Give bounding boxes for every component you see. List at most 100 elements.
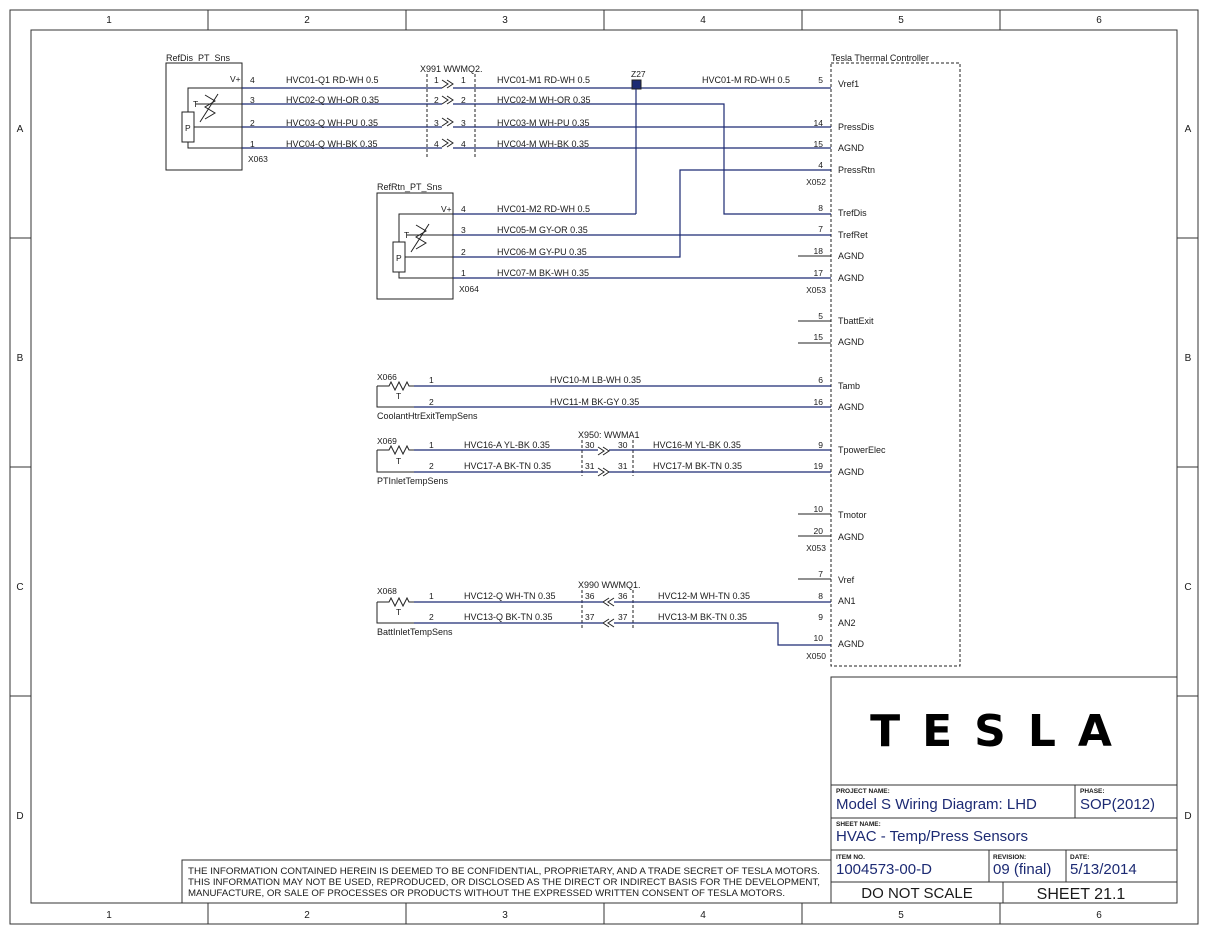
refrtn-pin: 2 — [461, 247, 466, 257]
item-label: ITEM NO. — [836, 854, 865, 861]
wire-label: HVC13-Q BK-TN 0.35 — [464, 612, 553, 622]
coolant-thermistor-icon — [377, 380, 414, 392]
controller-connector-x053-b: X053 — [806, 543, 826, 553]
zone-col-2-bottom: 2 — [304, 910, 310, 921]
wire-label: HVC06-M GY-PU 0.35 — [497, 247, 587, 257]
battinlet-pin: 2 — [429, 612, 434, 622]
revision-label: REVISION: — [993, 854, 1026, 861]
terminal-pin: 6 — [818, 375, 823, 385]
wire-label: HVC16-A YL-BK 0.35 — [464, 440, 550, 450]
terminal-pin: 14 — [814, 118, 824, 128]
controller-connector-x050: X050 — [806, 651, 826, 661]
terminal-name: AGND — [838, 143, 865, 153]
ptinlet-thermistor-icon — [377, 444, 414, 456]
wire-label: HVC01-M RD-WH 0.5 — [702, 75, 790, 85]
phase-label: PHASE: — [1080, 788, 1105, 795]
refrtn-p: P — [396, 253, 402, 263]
refrtn-connector: X064 — [459, 284, 479, 294]
item-number: 1004573-00-D — [836, 861, 932, 878]
wire-label: HVC04-Q WH-BK 0.35 — [286, 139, 378, 149]
refrtn-t: T — [404, 230, 409, 240]
wire-label: HVC17-A BK-TN 0.35 — [464, 461, 551, 471]
x991-pin-out: 2 — [461, 95, 466, 105]
terminal-pin: 19 — [814, 461, 824, 471]
x990-pin-in: 37 — [585, 612, 595, 622]
terminal-name: Vref — [838, 575, 855, 585]
terminal-name: Tmotor — [838, 510, 867, 520]
terminal-pin: 8 — [818, 591, 823, 601]
tesla-logo: TESLA — [870, 706, 1134, 757]
zone-col-6-bottom: 6 — [1096, 910, 1102, 921]
x990-pin-out: 36 — [618, 591, 628, 601]
terminal-pin: 8 — [818, 203, 823, 213]
wire-label: HVC10-M LB-WH 0.35 — [550, 375, 641, 385]
wire-label: HVC12-M WH-TN 0.35 — [658, 591, 750, 601]
zone-row-c-left: C — [16, 582, 23, 593]
terminal-name: TrefDis — [838, 208, 867, 218]
refdis-connector: X063 — [248, 154, 268, 164]
coolant-name: CoolantHtrExitTempSens — [377, 411, 478, 421]
sensor-refrtn: RefRtn_PT_Sns X064 V+ T P — [376, 182, 479, 300]
terminal-name: AGND — [838, 639, 865, 649]
refdis-pin: 1 — [250, 139, 255, 149]
zone-row-b-right: B — [1185, 353, 1192, 364]
terminal-pin: 16 — [814, 397, 824, 407]
wire-label: HVC07-M BK-WH 0.35 — [497, 268, 589, 278]
terminal-pin: 15 — [814, 139, 824, 149]
terminal-name: AN1 — [838, 596, 856, 606]
battinlet-pin: 1 — [429, 591, 434, 601]
x991-pin-in: 3 — [434, 118, 439, 128]
zone-row-a-right: A — [1185, 124, 1192, 135]
refrtn-pin: 1 — [461, 268, 466, 278]
refrtn-pin: 3 — [461, 225, 466, 235]
project-name-label: PROJECT NAME: — [836, 788, 890, 795]
terminal-pin: 5 — [818, 75, 823, 85]
battinlet-t: T — [396, 607, 401, 617]
zone-row-d-right: D — [1184, 811, 1191, 822]
terminal-name: PressRtn — [838, 165, 875, 175]
wire-label: HVC01-M1 RD-WH 0.5 — [497, 75, 590, 85]
zone-col-6-top: 6 — [1096, 15, 1102, 26]
notice-line-1: THE INFORMATION CONTAINED HEREIN IS DEEM… — [188, 866, 820, 876]
wire-label: HVC13-M BK-TN 0.35 — [658, 612, 747, 622]
refrtn-wires: 4 3 2 1 HVC01-M2 RD-WH 0.5 HVC05-M GY-OR… — [453, 169, 831, 279]
coolant-pin: 2 — [429, 397, 434, 407]
zone-row-a-left: A — [17, 124, 24, 135]
scale-note: DO NOT SCALE — [861, 885, 972, 902]
sensor-coolant: X066 T CoolantHtrExitTempSens 1 2 HVC10-… — [376, 372, 831, 421]
zone-labels: 1 2 3 4 5 6 1 2 3 4 5 6 A B C D A B C D — [16, 15, 1191, 921]
x950-pin-in: 30 — [585, 440, 595, 450]
wire-label: HVC17-M BK-TN 0.35 — [653, 461, 742, 471]
x991-pin-in: 4 — [434, 139, 439, 149]
splice-z27: Z27 — [631, 69, 646, 214]
terminal-pin: 15 — [814, 332, 824, 342]
controller-title: Tesla Thermal Controller — [831, 53, 929, 63]
zone-col-1-top: 1 — [106, 15, 112, 26]
terminal-pin: 20 — [814, 526, 824, 536]
refdis-p: P — [185, 123, 191, 133]
x950-pin-in: 31 — [585, 461, 595, 471]
x950-pin-out: 31 — [618, 461, 628, 471]
x950-label: X950: WWMA1 — [578, 430, 640, 440]
controller-connector-x053-a: X053 — [806, 285, 826, 295]
x991-label: X991 WWMQ2. — [420, 64, 483, 74]
sensor-refdis: RefDis_PT_Sns X063 V+ T P — [165, 53, 268, 171]
wire-label: HVC03-M WH-PU 0.35 — [497, 118, 590, 128]
terminal-name: AGND — [838, 467, 865, 477]
terminal-name: Tamb — [838, 381, 860, 391]
sensor-ptinlet: X069 T PTInletTempSens X950: WWMA1 1 2 H… — [376, 430, 831, 486]
x991-pin-out: 4 — [461, 139, 466, 149]
battinlet-connector: X068 — [377, 586, 397, 596]
controller-connector-x052: X052 — [806, 177, 826, 187]
wire-label: HVC11-M BK-GY 0.35 — [550, 397, 639, 407]
wire-label: HVC12-Q WH-TN 0.35 — [464, 591, 556, 601]
wire-label: HVC05-M GY-OR 0.35 — [497, 225, 588, 235]
wire-label: HVC01-M2 RD-WH 0.5 — [497, 204, 590, 214]
zone-col-5-bottom: 5 — [898, 910, 904, 921]
zone-col-5-top: 5 — [898, 15, 904, 26]
refrtn-thermistor — [410, 223, 430, 253]
terminal-name: TrefRet — [838, 230, 868, 240]
ptinlet-t: T — [396, 456, 401, 466]
thermal-controller: Tesla Thermal Controller X052 X053 X053 … — [798, 53, 961, 667]
